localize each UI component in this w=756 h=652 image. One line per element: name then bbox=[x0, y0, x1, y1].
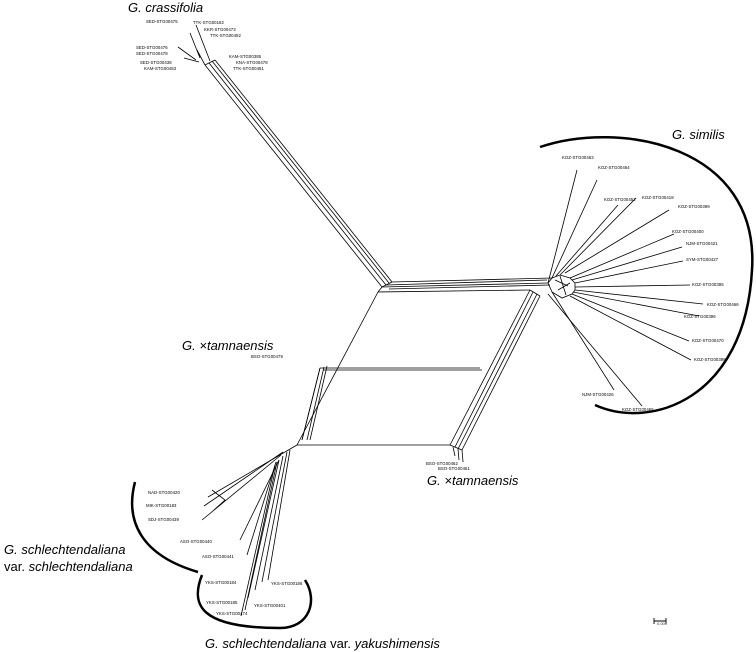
taxon-label: SYM-STG00427 bbox=[686, 257, 719, 262]
taxon-label: YKS-STG00185 bbox=[206, 600, 238, 605]
taxon-label: KAM-STG00453 bbox=[144, 66, 177, 71]
yakushimensis-branch bbox=[240, 449, 291, 617]
taxon-label: YKS-STG00401 bbox=[254, 603, 286, 608]
taxon-label: NAD-STG00420 bbox=[148, 490, 180, 495]
taxon-label: TTK-STG00451 bbox=[233, 66, 264, 71]
group-label-schlechtendaliana-line1: G. schlechtendaliana bbox=[4, 543, 125, 556]
tamnaensis-bottom-genus: G. bbox=[427, 473, 441, 488]
taxon-label: KOZ-STG00466 bbox=[707, 302, 739, 307]
yakushimensis-genus: G. bbox=[205, 636, 219, 651]
yakushimensis-epithet: yakushimensis bbox=[354, 636, 440, 651]
taxon-label: KOZ-STG00463 bbox=[562, 155, 594, 160]
taxon-label: ASO-STG00441 bbox=[202, 554, 234, 559]
group-label-schlechtendaliana-line2: var. schlechtendaliana bbox=[4, 560, 133, 573]
taxon-label: KOZ-STG00464 bbox=[598, 165, 630, 170]
taxon-label: NJM-STG00421 bbox=[686, 241, 718, 246]
tamnaensis-top-branch bbox=[301, 365, 328, 441]
taxon-label: TTK-STG00452 bbox=[210, 33, 241, 38]
taxon-label: KOZ-STG00395 bbox=[692, 282, 724, 287]
taxon-label: KOZ-STG00418 bbox=[642, 195, 674, 200]
schlechtendaliana-var: var. bbox=[4, 559, 25, 574]
taxon-label: KOZ-STG00398 bbox=[694, 357, 726, 362]
schlechtendaliana-var-epithet: schlechtendaliana bbox=[28, 559, 133, 574]
tamnaensis-top-genus: G. bbox=[182, 338, 196, 353]
taxon-label: KAM-STG00385 bbox=[229, 54, 262, 59]
group-label-yakushimensis: G. schlechtendaliana var. yakushimensis bbox=[205, 637, 440, 650]
taxon-label: TTK-STG00182 bbox=[193, 20, 224, 25]
crassifolia-branch bbox=[177, 24, 393, 288]
taxon-label: BSO-STG00479 bbox=[251, 354, 283, 359]
taxon-label: KKR-STG00473 bbox=[204, 27, 236, 32]
taxon-label: YKS-STG00186 bbox=[271, 581, 303, 586]
yakushimensis-var: var. bbox=[330, 636, 352, 651]
group-label-tamnaensis-bottom: G. ×tamnaensis bbox=[427, 474, 518, 487]
taxon-label: SDJ-STG00439 bbox=[148, 517, 179, 522]
tamnaensis-top-epithet: ×tamnaensis bbox=[199, 338, 274, 353]
group-arcs bbox=[130, 136, 754, 630]
group-label-crassifolia: G. crassifolia bbox=[128, 0, 204, 15]
schlechtendaliana-branch bbox=[201, 444, 298, 556]
taxon-label: BSO-STG00462 bbox=[426, 461, 458, 466]
group-label-similis: G. similis bbox=[672, 127, 725, 142]
similis-cluster bbox=[547, 169, 704, 407]
taxon-label: BSO-STG00461 bbox=[438, 466, 470, 471]
taxon-label: SED-STG00438 bbox=[140, 60, 172, 65]
tamnaensis-bottom-epithet: ×tamnaensis bbox=[444, 473, 519, 488]
taxon-label: YKS-STG00474 bbox=[216, 611, 248, 616]
taxon-label: KOZ-STG00470 bbox=[692, 338, 724, 343]
taxon-label: KOZ-STG00399 bbox=[678, 204, 710, 209]
taxon-label: KOZ-STG00400 bbox=[672, 229, 704, 234]
taxon-label: SED-STG00478 bbox=[136, 51, 168, 56]
taxon-label: KNA-STG00478 bbox=[236, 60, 268, 65]
schlechtendaliana-epithet: schlechtendaliana bbox=[21, 542, 126, 557]
scale-bar-label: 0.001 bbox=[657, 621, 668, 626]
taxon-label: NJM-STG00426 bbox=[582, 392, 614, 397]
central-split-box bbox=[296, 277, 553, 463]
taxon-label: ASO-STG00440 bbox=[180, 539, 212, 544]
taxon-label: KOZ-STG00465 bbox=[622, 407, 654, 412]
yakushimensis-species: schlechtendaliana bbox=[222, 636, 327, 651]
taxon-label: SED-STG00476 bbox=[136, 45, 168, 50]
taxon-label: YKS-STG00184 bbox=[205, 580, 237, 585]
group-label-tamnaensis-top: G. ×tamnaensis bbox=[182, 339, 273, 352]
taxon-label: MIK-STG00183 bbox=[146, 503, 177, 508]
taxon-label: KOZ-STG00452 bbox=[604, 197, 636, 202]
taxon-label: SED-STG00475 bbox=[146, 19, 178, 24]
schlechtendaliana-genus: G. bbox=[4, 542, 18, 557]
taxon-label: KOZ-STG00396 bbox=[684, 314, 716, 319]
scale-bar bbox=[653, 618, 667, 624]
